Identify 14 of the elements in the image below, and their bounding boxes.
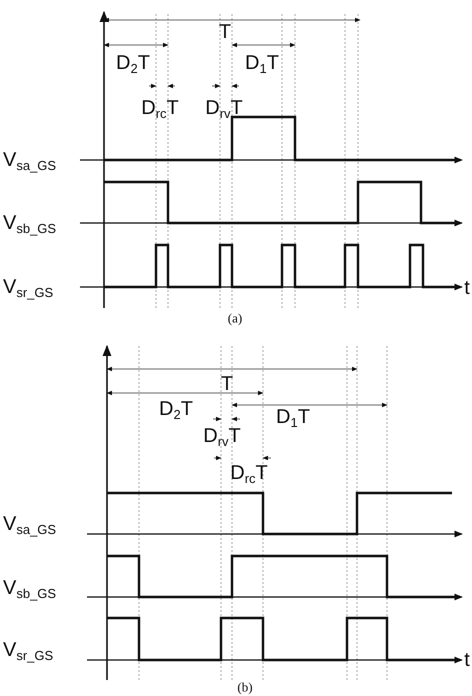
- time-interval-label: D$_{rv}$T: [203, 426, 241, 446]
- time-interval-label: D$_{1}$T: [276, 407, 310, 427]
- panel-caption: (b): [237, 680, 253, 694]
- time-interval-label: D$_{2}$T: [159, 399, 193, 419]
- time-interval-label: D$_{2}$T: [116, 53, 150, 73]
- time-interval-label: T: [218, 22, 232, 42]
- time-interval-label: D$_{rv}$T: [205, 98, 243, 118]
- time-interval-label: D$_{1}$T: [245, 53, 279, 73]
- time-interval-label: D$_{rc}$T: [230, 463, 268, 483]
- time-interval-label: D$_{rc}$T: [141, 98, 179, 118]
- axis-label: t: [464, 650, 470, 670]
- panel-caption: (a): [228, 312, 242, 324]
- time-interval-label: T: [220, 374, 234, 394]
- axis-label: t: [464, 278, 470, 298]
